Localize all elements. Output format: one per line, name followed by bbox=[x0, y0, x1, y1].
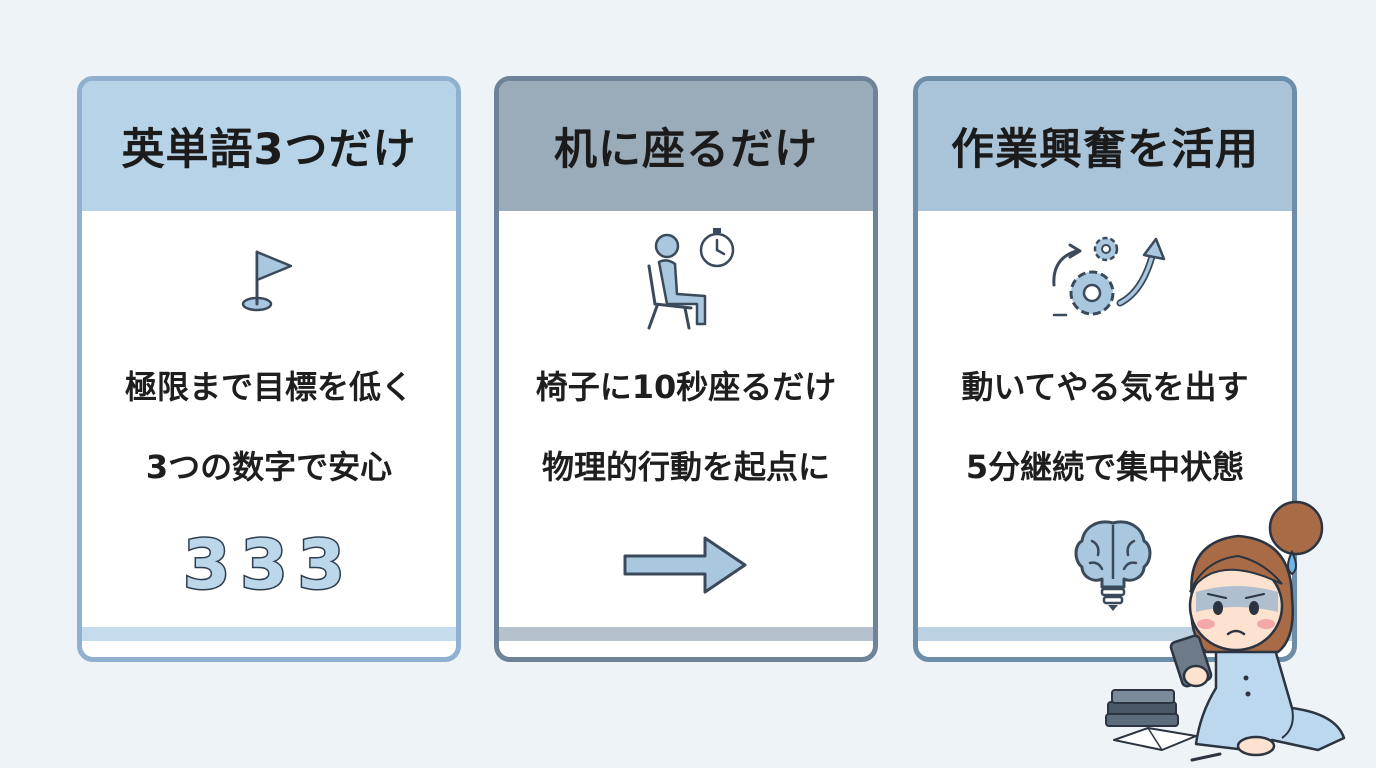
card-title: 作業興奮を活用 bbox=[918, 81, 1292, 211]
gears-growth-arrow-icon bbox=[918, 211, 1292, 347]
right-arrow-icon bbox=[499, 505, 873, 625]
card-bottom-stripe bbox=[82, 627, 456, 641]
card-title: 机に座るだけ bbox=[499, 81, 873, 211]
description-line-1: 椅子に10秒座るだけ bbox=[535, 368, 837, 406]
card-title: 英単語3つだけ bbox=[82, 81, 456, 211]
brain-lightbulb-icon bbox=[918, 505, 1292, 625]
card-english-words: 英単語3つだけ 極限まで目標を低く 3つの数字で安心 333 bbox=[77, 76, 461, 662]
description-line-1: 極限まで目標を低く bbox=[124, 368, 413, 406]
description-line-2: 3つの数字で安心 bbox=[145, 448, 393, 486]
person-sitting-stopwatch-icon bbox=[499, 211, 873, 347]
description-line-2: 5分継続で集中状態 bbox=[965, 448, 1245, 486]
card-sit-at-desk: 机に座るだけ 椅子に10秒座るだけ 物理的行動を起点に bbox=[494, 76, 878, 662]
worried-girl-illustration bbox=[1105, 500, 1346, 762]
card-bottom-stripe bbox=[499, 627, 873, 641]
three-digits-label: 333 bbox=[182, 524, 355, 606]
description-line-2: 物理的行動を起点に bbox=[541, 448, 830, 486]
books-icon bbox=[1105, 689, 1197, 751]
golf-flag-icon bbox=[82, 211, 456, 347]
description-line-1: 動いてやる気を出す bbox=[961, 368, 1249, 406]
